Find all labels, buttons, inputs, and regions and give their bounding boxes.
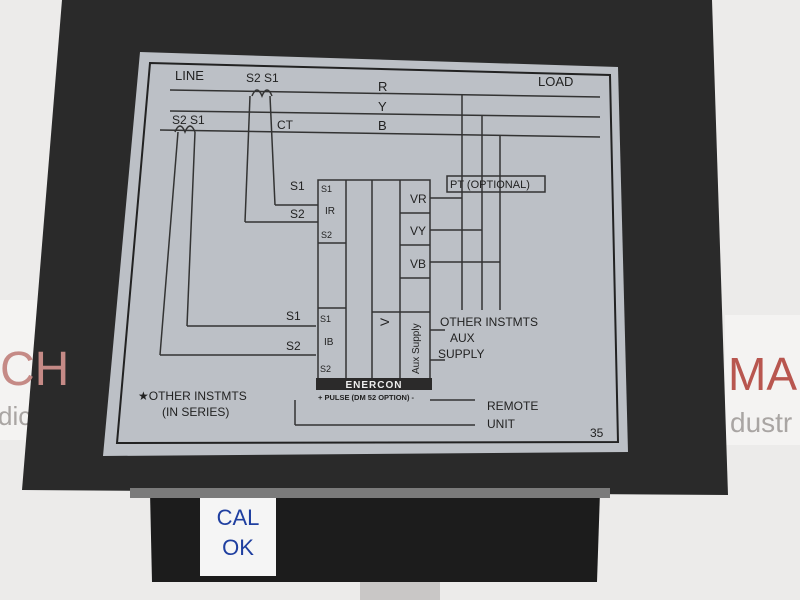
phase-r-label: R [378,79,387,94]
v-label: V [378,318,392,326]
block-s2-r: S2 [321,230,332,240]
load-label: LOAD [538,74,573,89]
right-sign-text: MAR [728,348,800,400]
left-sign-sub: dic [0,401,31,431]
left-sign-text: CH [0,343,69,396]
aux-label: AUX [450,331,475,345]
s2-r-label: S2 [290,207,305,221]
ct-left-terminals: S2 S1 [172,113,205,127]
label-number: 35 [590,426,604,440]
other-instmts-label: OTHER INSTMTS [440,315,538,329]
block-s1-r: S1 [321,184,332,194]
s1-r-label: S1 [290,179,305,193]
other-in-series-line2: (IN SERIES) [162,405,229,419]
vr-label: VR [410,192,427,206]
unit-label: UNIT [487,417,516,431]
enercon-brand-bar [316,378,432,390]
right-sign-sub: dustr [730,407,792,438]
supply-label: SUPPLY [438,347,484,361]
wiring-diagram [159,89,601,426]
cal-ok-sticker [200,498,276,576]
brand-logo: ENERCON [345,380,402,391]
vy-label: VY [410,224,426,238]
background-sign-right [725,315,800,445]
ir-label: IR [325,206,335,217]
ib-label: IB [324,337,334,348]
pt-optional-label: PT (OPTIONAL) [450,179,530,191]
pulse-label: + PULSE (DM 52 OPTION) - [318,393,415,402]
phase-y-label: Y [378,99,387,114]
phase-b-label: B [378,118,387,133]
diagram-text: LINE LOAD R Y B S2 S1 S2 S1 CT PT (OPTIO… [138,68,604,440]
line-label: LINE [175,68,204,83]
s2-b-label: S2 [286,339,301,353]
remote-label: REMOTE [487,399,538,413]
s1-b-label: S1 [286,309,301,323]
sticker-line1: CAL [217,505,260,530]
block-s1-b: S1 [320,314,331,324]
label-border [115,61,620,445]
vb-label: VB [410,257,426,271]
block-s2-b: S2 [320,364,331,374]
ct-label: CT [277,118,294,132]
ct-top-terminals: S2 S1 [246,71,279,85]
aux-supply-vertical: Aux Supply [411,323,422,374]
sticker-line2: OK [222,535,254,560]
other-in-series-line1: ★OTHER INSTMTS [138,389,247,403]
